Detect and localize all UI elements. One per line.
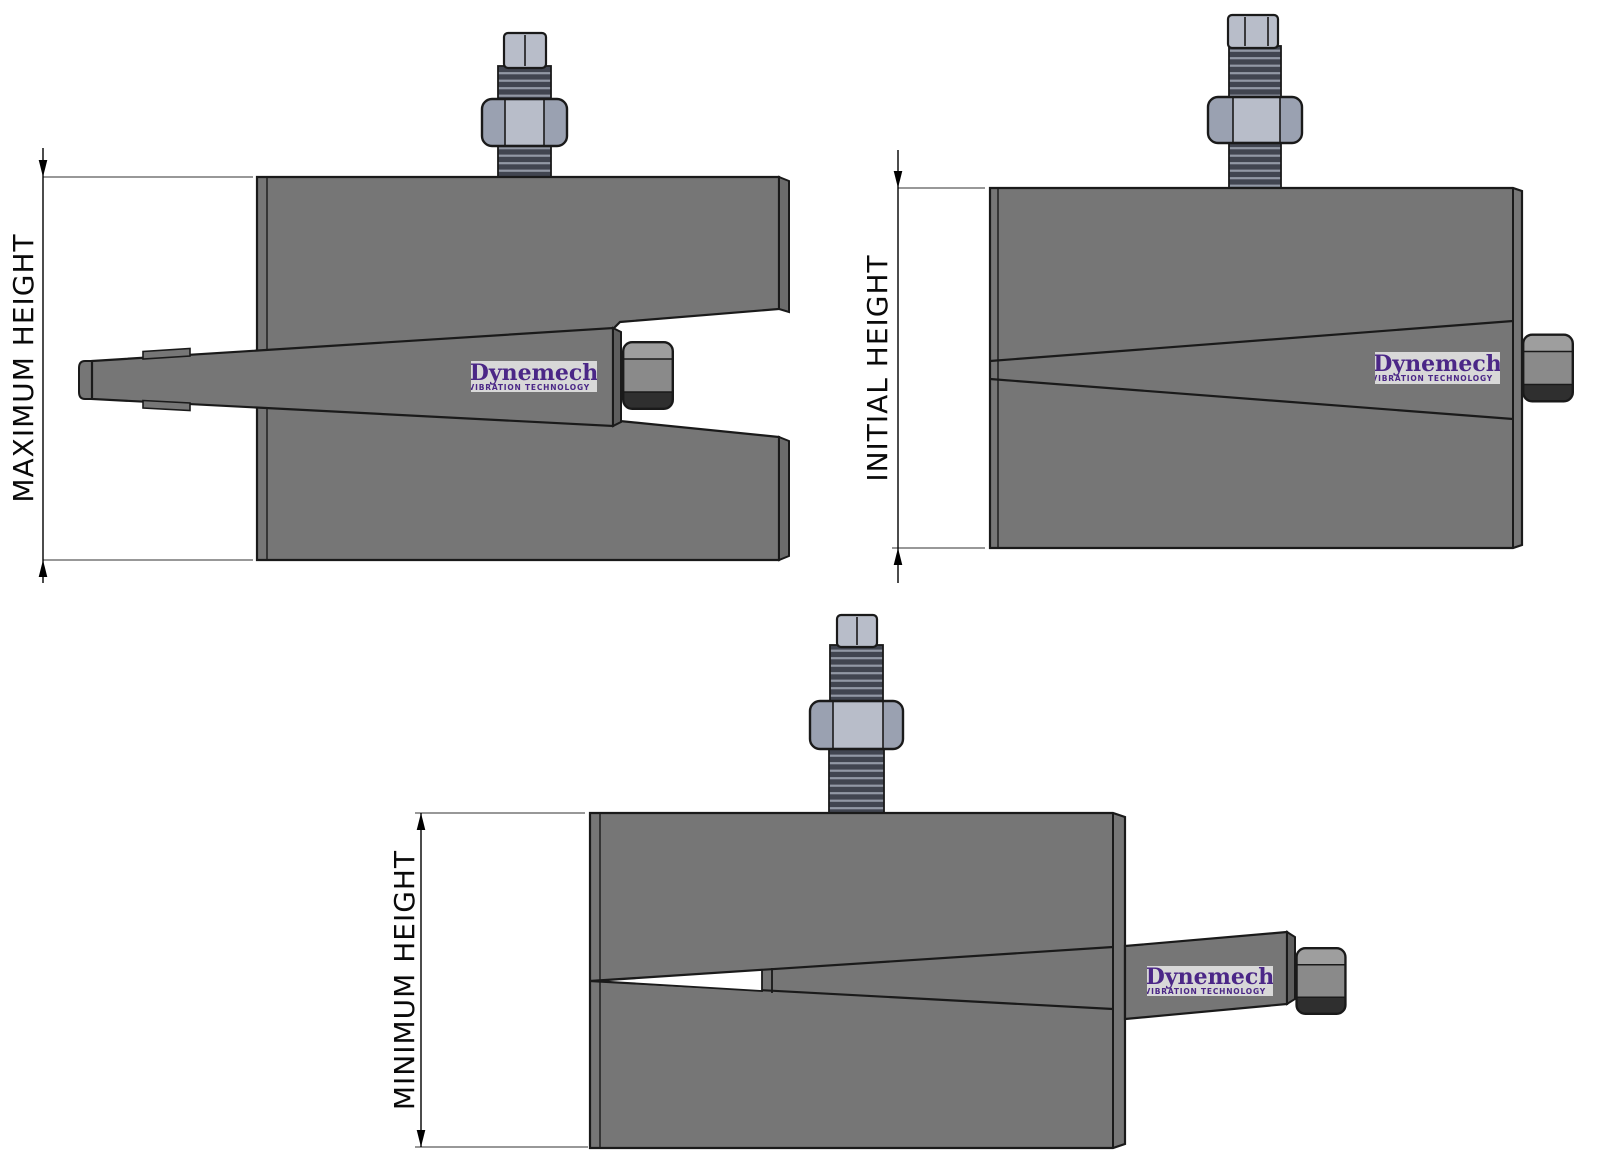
- brand-logo: Dynemech VIBRATION TECHNOLOGY: [1375, 352, 1500, 384]
- dimension-label-initial-height: INITIAL HEIGHT: [861, 254, 894, 482]
- diagram-minimum-height: [415, 613, 1347, 1150]
- wedge-contact-line-bottom: [989, 377, 1514, 421]
- brand-logo-text: Dynemech: [1147, 966, 1273, 990]
- wedge-side-face: [1286, 930, 1296, 1006]
- dimension-arrow-top: [893, 171, 903, 188]
- bolt-thread-upper: [1228, 45, 1282, 100]
- top-block-side-face: [778, 175, 790, 314]
- brand-logo: Dynemech VIBRATION TECHNOLOGY: [471, 361, 597, 392]
- brand-logo-text: Dynemech: [471, 361, 597, 386]
- bolt-thread-lower: [1228, 140, 1282, 191]
- dimension-arrow-top: [38, 160, 48, 177]
- bolt-thread-lower: [497, 142, 552, 180]
- leveling-bolt: [808, 613, 905, 814]
- lock-nut-face: [505, 100, 544, 145]
- dimension-label-maximum-height: MAXIMUM HEIGHT: [7, 233, 40, 503]
- dimension-label-minimum-height: MINIMUM HEIGHT: [388, 849, 421, 1111]
- dimension-maximum-height: [38, 148, 253, 583]
- bolt-thread-upper: [829, 644, 884, 704]
- brand-logo: Dynemech VIBRATION TECHNOLOGY: [1147, 966, 1273, 996]
- bottom-block: [255, 398, 781, 562]
- diagram-initial-height: [892, 13, 1574, 583]
- lock-nut-face: [1233, 98, 1280, 142]
- dimension-minimum-height: [415, 812, 588, 1148]
- adjustment-wedge: [78, 326, 622, 428]
- wedge-tip: [78, 360, 95, 400]
- wedge-contact-line-top: [989, 319, 1514, 363]
- diagram-maximum-height: [38, 31, 790, 583]
- bottom-block-side-face: [778, 435, 790, 562]
- side-adjustment-nut: [622, 341, 674, 410]
- side-adjustment-nut: [1295, 947, 1347, 1015]
- lock-nut-outline: [808, 699, 905, 751]
- bolt-thread-upper: [497, 65, 552, 104]
- dimension-arrow-top: [416, 813, 426, 830]
- brand-logo-tagline: VIBRATION TECHNOLOGY: [1147, 987, 1266, 996]
- lock-nut-outline: [1206, 95, 1304, 145]
- lock-nut-face: [833, 702, 883, 748]
- lock-nut-outline: [480, 97, 569, 148]
- dimension-arrow-bottom: [38, 560, 48, 577]
- wedge-guide-plate-bottom: [142, 399, 191, 412]
- dimension-arrow-bottom: [416, 1130, 426, 1147]
- leveling-bolt: [480, 31, 569, 180]
- mount-body: [588, 811, 1127, 1150]
- bolt-thread-lower: [828, 746, 885, 814]
- side-adjustment-nut: [1522, 333, 1574, 403]
- brand-logo-tagline: VIBRATION TECHNOLOGY: [471, 382, 590, 392]
- top-block: [255, 175, 781, 354]
- wedge-gap: [594, 969, 763, 992]
- wedge-side-face: [612, 326, 622, 428]
- bolt-head: [1226, 13, 1280, 50]
- brand-logo-text: Dynemech: [1375, 352, 1500, 377]
- dimension-arrow-bottom: [893, 548, 903, 565]
- mount-body: [988, 186, 1524, 550]
- brand-logo-tagline: VIBRATION TECHNOLOGY: [1375, 374, 1493, 383]
- wedge-guide-plate-top: [142, 347, 191, 360]
- dimension-initial-height: [892, 150, 985, 583]
- leveling-bolt: [1206, 13, 1304, 191]
